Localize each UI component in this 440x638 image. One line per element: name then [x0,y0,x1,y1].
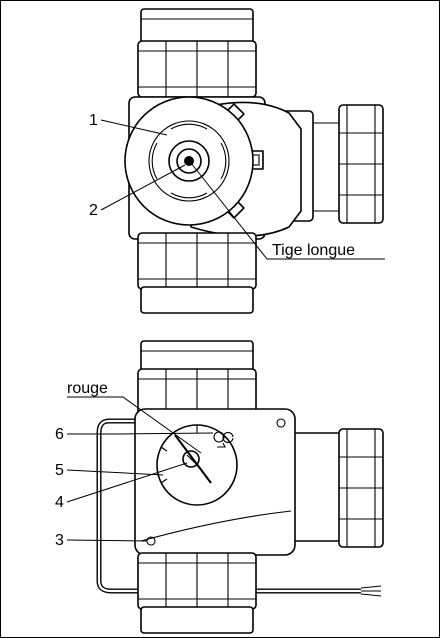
bottom-side-nut [338,428,384,548]
top-upper-nut [137,40,257,98]
rouge-label: rouge [67,380,108,397]
callout-4-label: 4 [55,494,64,511]
bottom-pipe-end [140,340,254,372]
bottom-lower-pipe-end [140,606,254,634]
callout-3-leader [66,539,148,542]
callout-5-label: 5 [55,462,64,479]
hand-symbol-icon [213,431,225,443]
callout-6-label: 6 [55,426,64,443]
bottom-valve-view: rouge 6 5 4 3 [55,340,384,634]
stem-leader [190,162,385,260]
bottom-lower-nut [137,552,257,610]
bottom-side-outlet [290,432,342,542]
callout-4-leader [66,462,188,503]
red-lever [174,434,212,484]
callout-1-leader [100,119,168,136]
rouge-leader [67,396,202,454]
callout-2-label: 2 [89,202,98,219]
top-lower-nut [137,232,257,290]
callout-2-leader [100,164,186,211]
callout-6-leader [67,432,214,435]
top-lower-pipe-end [140,286,254,314]
top-side-nut [338,104,384,224]
stem-label: Tige longue [272,242,355,259]
callout-5-leader [66,469,164,476]
housing-screw-right [276,418,286,428]
callout-1-label: 1 [89,112,98,129]
top-pipe-end [140,8,254,44]
motor-symbol-icon [222,431,234,444]
top-valve-view: 1 2 Tige longue [89,8,385,314]
callout-3-label: 3 [55,532,64,549]
